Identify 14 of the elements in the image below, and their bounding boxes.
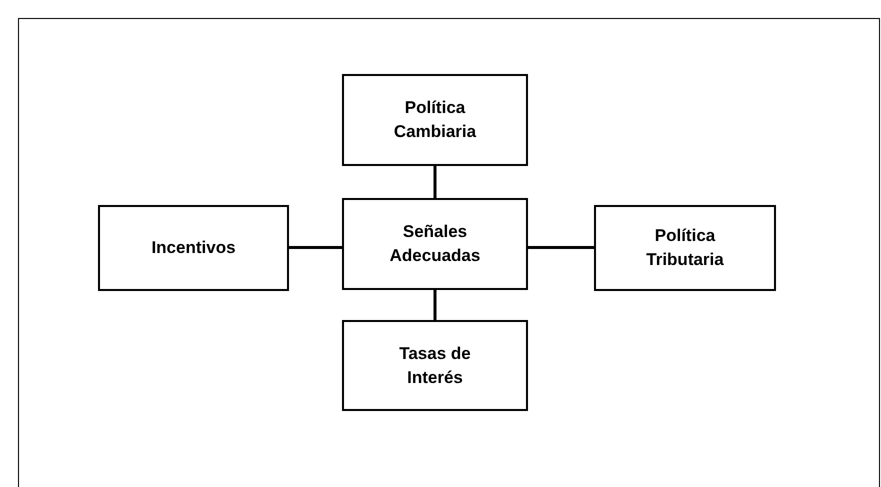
- box-label: Incentivos: [151, 237, 236, 259]
- concept-box: [594, 205, 776, 291]
- connector-line: [289, 246, 342, 249]
- connector-line: [528, 246, 594, 249]
- box-label: Política Cambiaria: [392, 97, 478, 143]
- concept-box: [342, 320, 528, 411]
- box-label: Política Tributaria: [645, 225, 725, 271]
- concept-box: [98, 205, 289, 291]
- concept-box: [342, 74, 528, 166]
- connector-line: [434, 166, 436, 198]
- concept-box: [342, 198, 528, 290]
- box-label: Señales Adecuadas: [388, 221, 482, 267]
- box-label: Tasas de Interés: [398, 342, 472, 388]
- connector-line: [434, 290, 436, 320]
